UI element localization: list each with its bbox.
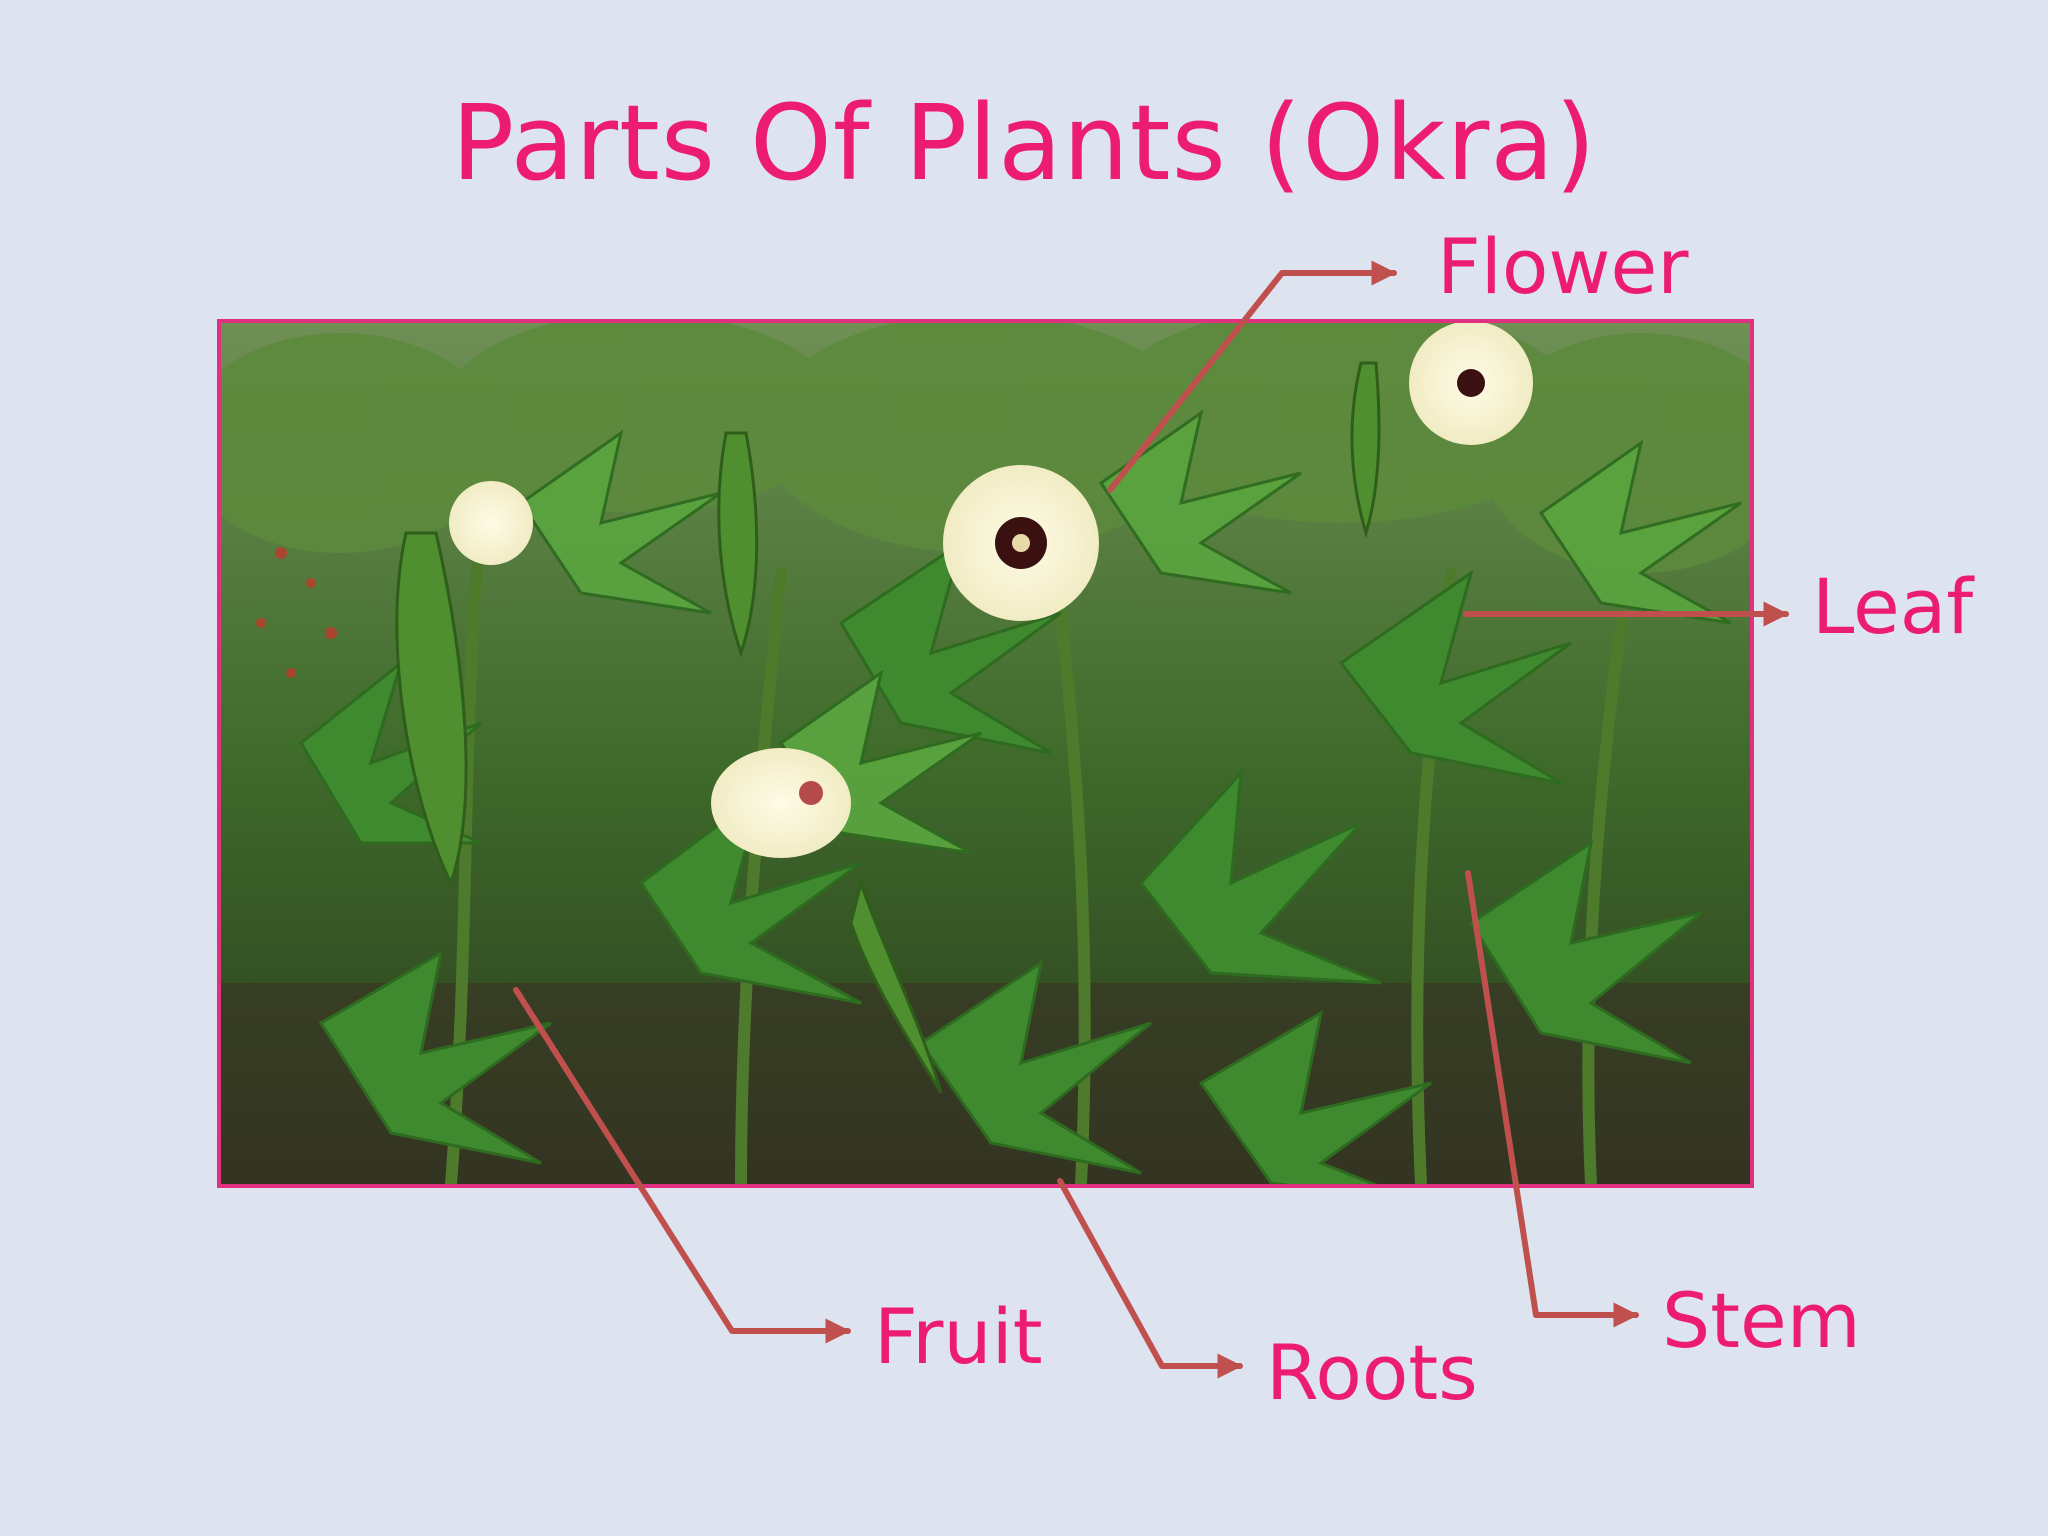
flower-main [943,465,1099,621]
label-leaf: Leaf [1812,562,1974,651]
okra-plant-illustration [221,323,1750,1184]
label-roots: Roots [1266,1328,1478,1417]
label-flower: Flower [1437,222,1689,311]
okra-plant-photo [217,319,1754,1188]
roots-arrow [1057,1178,1243,1379]
label-stem: Stem [1662,1276,1861,1365]
label-fruit: Fruit [874,1292,1043,1381]
slide-title: Parts Of Plants (Okra) [451,82,1597,204]
